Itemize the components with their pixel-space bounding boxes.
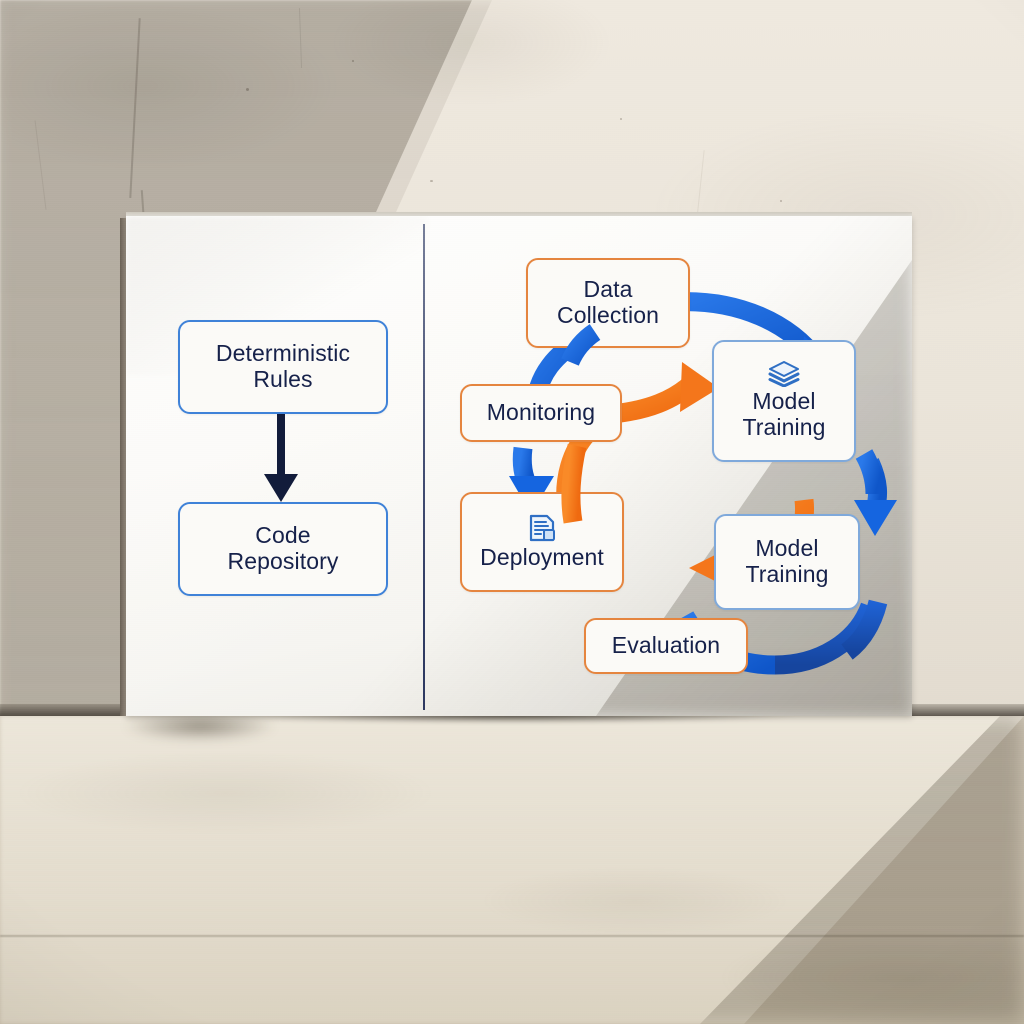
node-code-repository[interactable]: Code Repository — [178, 502, 388, 596]
document-icon — [527, 513, 557, 543]
node-monitoring[interactable]: Monitoring — [460, 384, 622, 442]
floor-texture — [0, 716, 1024, 1024]
node-model-training-bottom[interactable]: Model Training — [714, 514, 860, 610]
node-label: Monitoring — [486, 399, 596, 426]
layers-icon — [768, 361, 800, 388]
node-label: Model Training — [742, 388, 826, 440]
floor-seam-line — [0, 935, 1024, 937]
node-label: Evaluation — [611, 632, 721, 659]
board-left-edge — [120, 218, 127, 716]
presentation-board: Deterministic Rules Code Repository — [126, 216, 912, 716]
node-data-collection[interactable]: Data Collection — [526, 258, 690, 348]
wall-speck — [780, 200, 782, 202]
node-model-training-top[interactable]: Model Training — [712, 340, 856, 462]
arrow-shaft-rules-to-repo — [277, 412, 285, 482]
arrow-training-to-training2 — [854, 458, 897, 536]
node-label: Code Repository — [227, 522, 339, 574]
wall-speck — [620, 118, 622, 120]
node-label: Deployment — [480, 544, 604, 571]
node-evaluation[interactable]: Evaluation — [584, 618, 748, 674]
node-deployment[interactable]: Deployment — [460, 492, 624, 592]
node-label: Model Training — [745, 535, 829, 587]
arrow-training2-to-evaluation — [774, 602, 879, 675]
node-label: Data Collection — [557, 276, 659, 328]
wall-speck — [246, 88, 249, 91]
node-deterministic-rules[interactable]: Deterministic Rules — [178, 320, 388, 414]
node-label: Deterministic Rules — [215, 340, 351, 392]
board-top-edge — [126, 212, 912, 217]
arrow-head-rules-to-repo — [264, 474, 298, 502]
wall-speck — [430, 180, 433, 182]
wall-speck — [352, 60, 354, 62]
